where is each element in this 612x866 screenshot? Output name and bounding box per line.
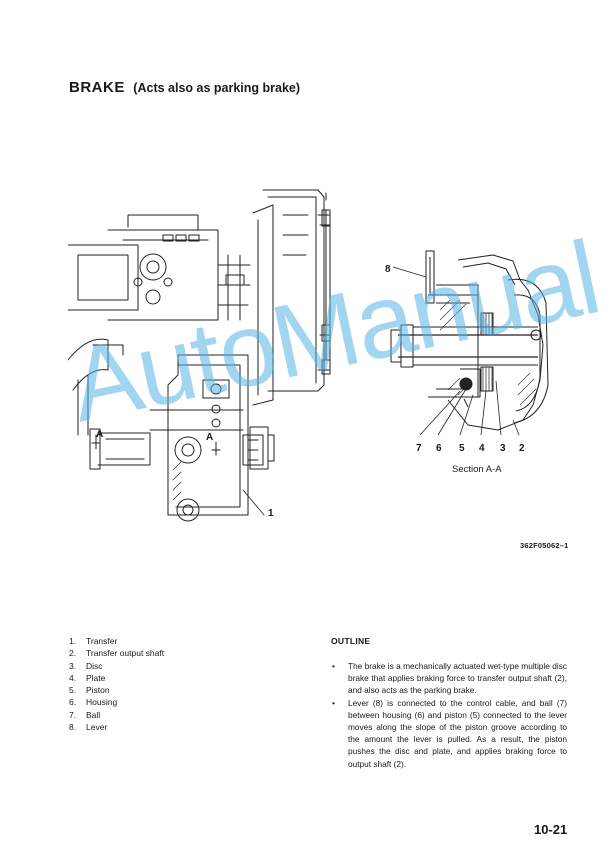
title-subtitle: (Acts also as parking brake) [133,81,301,95]
brake-assembly-drawing [68,189,549,522]
section-marker-left: A [96,429,104,440]
page-number: 10-21 [534,822,568,837]
title-main: BRAKE [69,79,125,96]
section-marker-right: A [206,432,214,443]
list-item: 2.Transfer output shaft [69,648,165,659]
outline-body: • The brake is a mechanically actuated w… [331,660,567,770]
list-item: 5.Piston [69,685,110,696]
figure-code: 362F05062–1 [520,541,569,550]
list-item: 4.Plate [69,672,106,683]
list-item: 6.Housing [69,697,118,708]
callout-lever: 8 [385,264,391,275]
callout-piston: 5 [459,443,465,454]
list-item: 3.Disc [69,660,103,671]
callout-housing: 6 [436,443,442,454]
section-label: Section A-A [452,464,502,475]
outline-paragraph: • Lever (8) is connected to the control … [332,697,567,769]
page-title: BRAKE (Acts also as parking brake) [69,79,300,97]
callout-plate: 4 [479,443,485,454]
callout-disc: 3 [500,443,506,454]
callout-output-shaft: 2 [519,443,525,454]
section-a-a-drawing [390,250,549,436]
outline-paragraph: • The brake is a mechanically actuated w… [332,661,567,696]
bullet-icon: • [332,661,335,671]
list-item: 1.Transfer [69,636,118,646]
transfer-case-drawing [68,189,331,522]
bullet-icon: • [332,697,335,708]
callout-ball: 7 [416,443,422,454]
list-item: 7.Ball [69,709,101,720]
outline-heading: OUTLINE [331,636,371,646]
parts-list: 1.Transfer 2.Transfer output shaft 3.Dis… [69,635,164,733]
callout-transfer: 1 [268,508,274,519]
list-item: 8.Lever [69,722,108,733]
